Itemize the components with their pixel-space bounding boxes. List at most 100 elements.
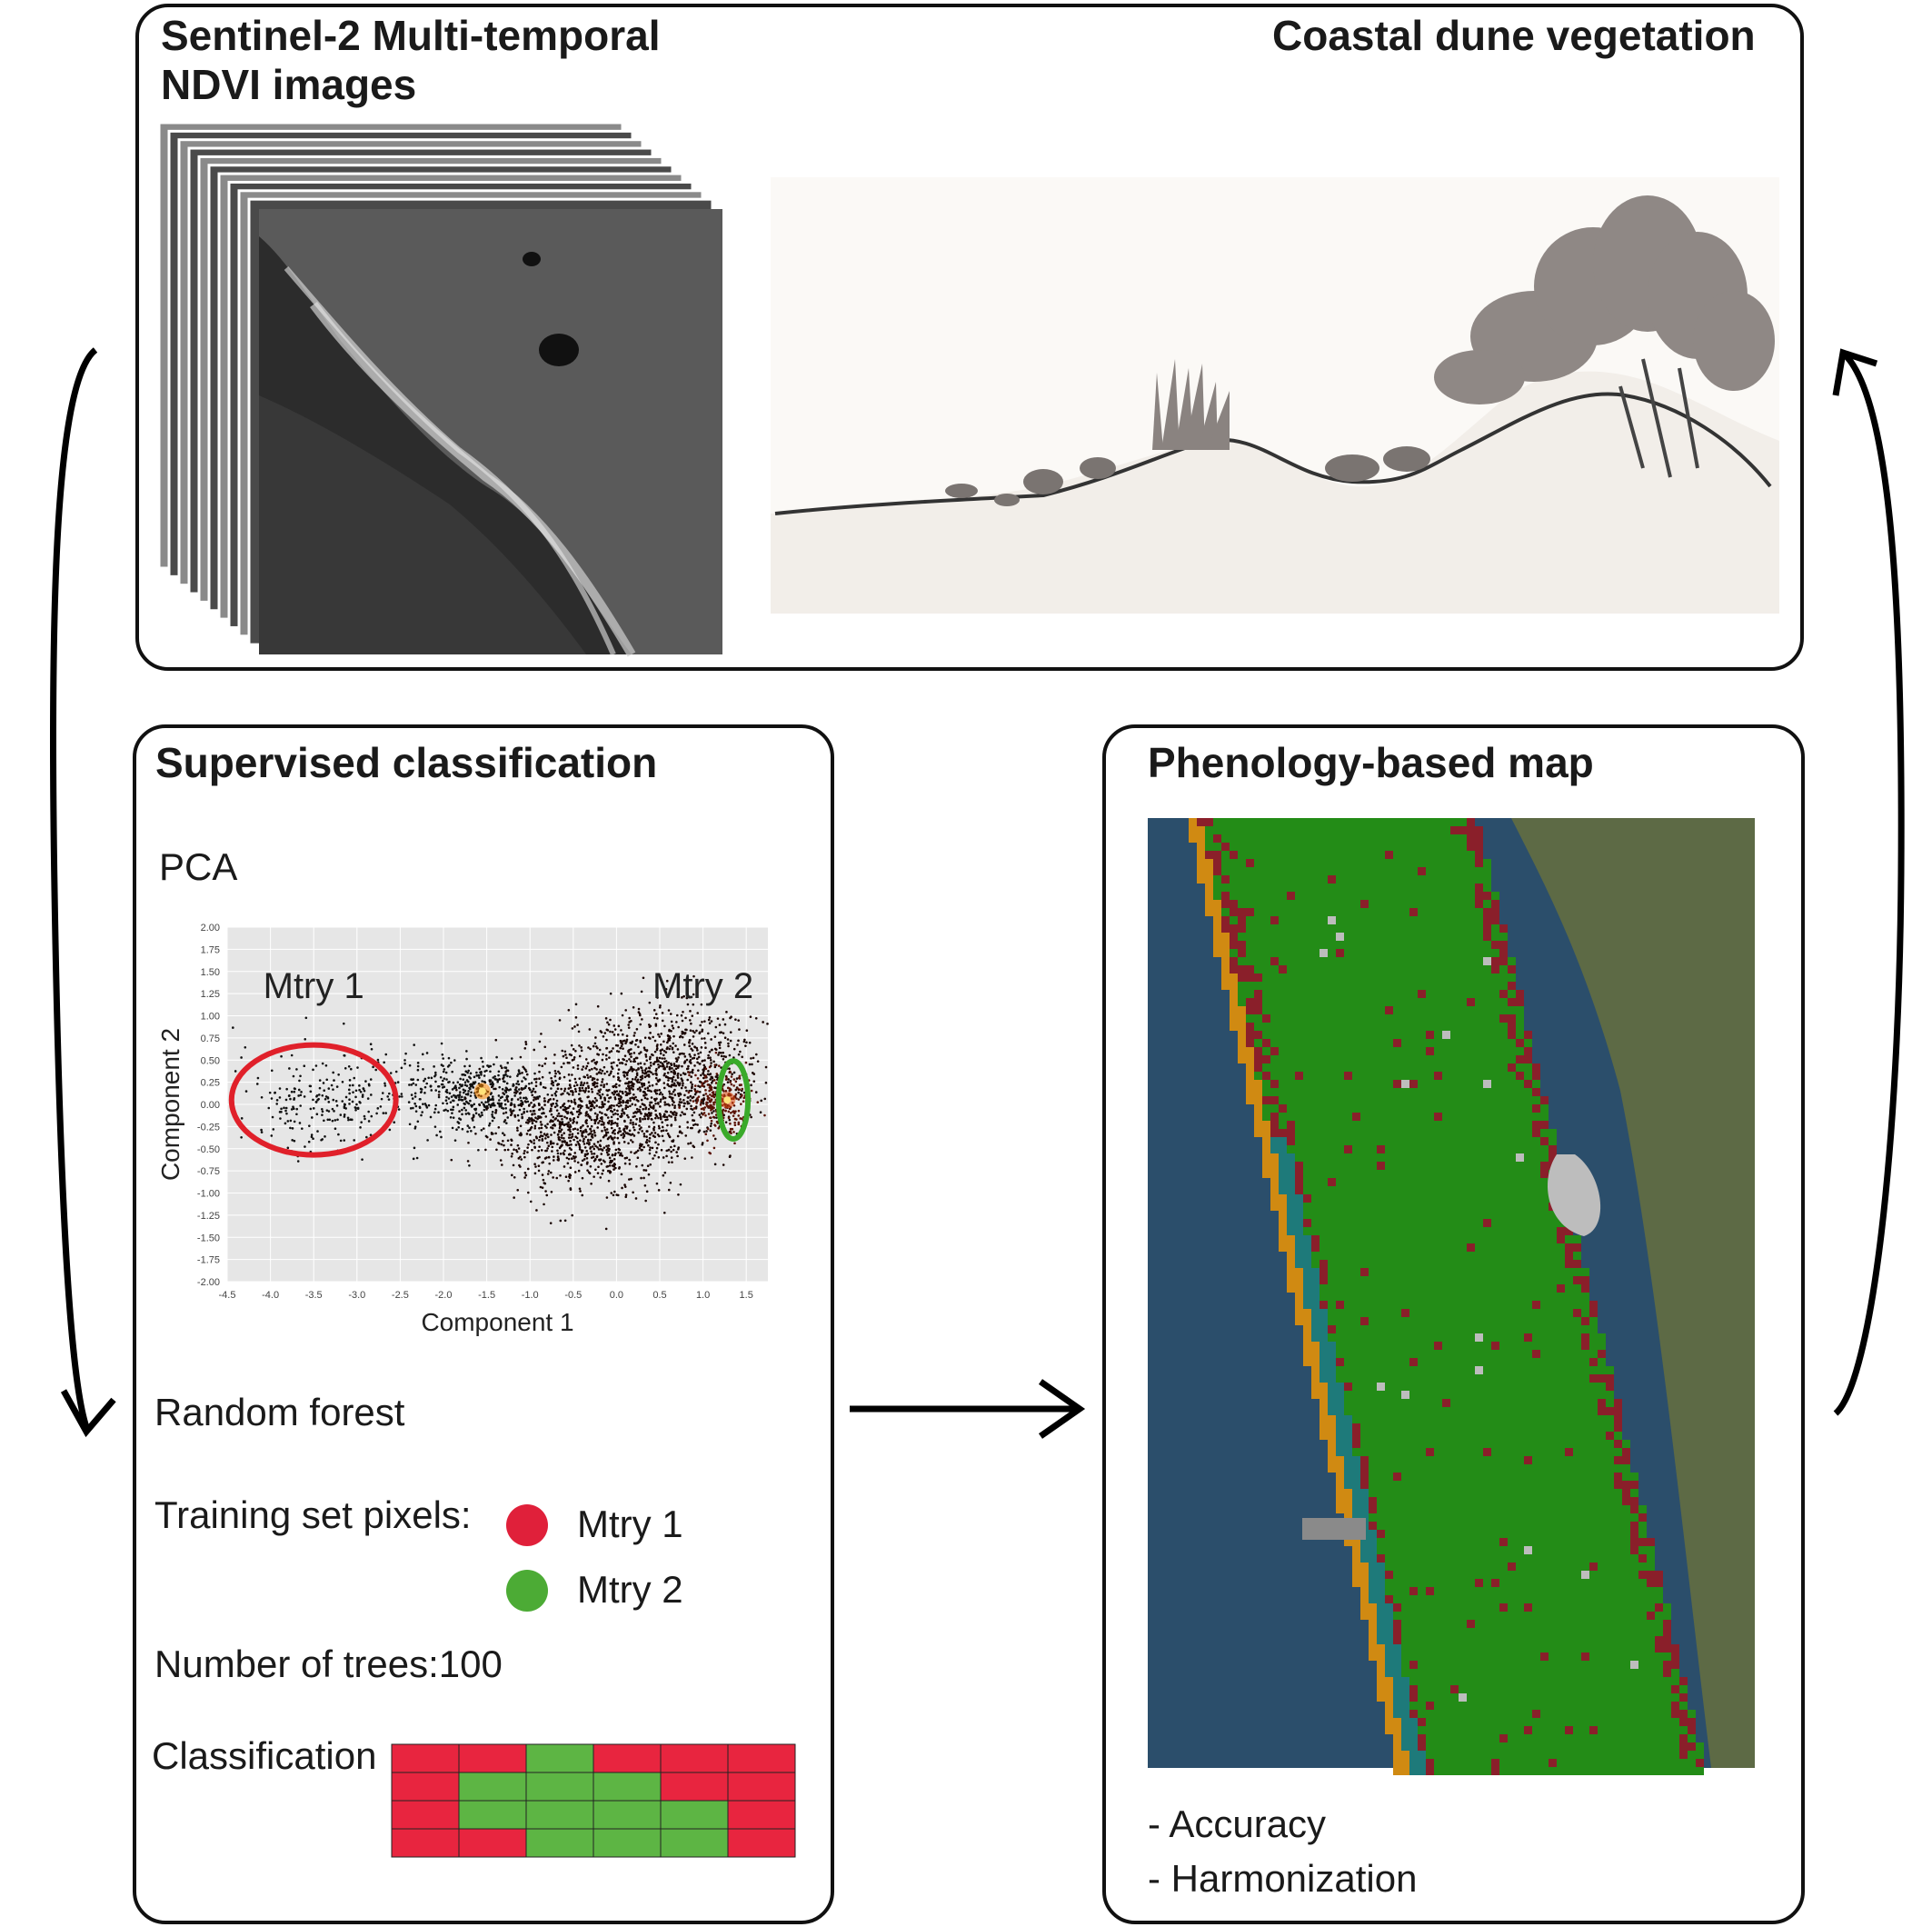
map-pixel bbox=[1221, 933, 1230, 941]
scatter-point bbox=[453, 1093, 455, 1097]
scatter-point bbox=[291, 1127, 294, 1130]
scatter-point bbox=[334, 1100, 338, 1103]
scatter-point bbox=[477, 1148, 480, 1152]
scatter-point bbox=[331, 1107, 334, 1111]
map-pixel bbox=[1270, 818, 1279, 826]
map-pixel bbox=[1450, 1178, 1459, 1186]
scatter-point bbox=[626, 1102, 630, 1104]
scatter-point bbox=[635, 1073, 639, 1076]
scatter-point bbox=[650, 1096, 653, 1099]
scatter-point bbox=[578, 1097, 581, 1101]
map-pixel bbox=[1409, 957, 1418, 965]
scatter-point bbox=[513, 1103, 516, 1106]
scatter-point bbox=[661, 1125, 664, 1129]
scatter-point bbox=[644, 1169, 648, 1172]
map-pixel bbox=[1311, 1088, 1320, 1096]
map-pixel bbox=[1393, 1047, 1401, 1055]
scatter-point bbox=[588, 1143, 591, 1146]
scatter-point bbox=[621, 1154, 624, 1157]
map-pixel bbox=[1450, 933, 1459, 941]
map-pixel bbox=[1426, 973, 1434, 982]
map-pixel bbox=[1352, 1080, 1360, 1088]
scatter-point bbox=[497, 1070, 501, 1073]
scatter-point bbox=[525, 1097, 528, 1101]
scatter-point bbox=[324, 1063, 328, 1067]
map-pixel bbox=[1287, 1055, 1295, 1063]
scatter-point bbox=[532, 1105, 534, 1109]
scatter-point bbox=[483, 1070, 486, 1073]
map-pixel bbox=[1475, 1023, 1483, 1031]
map-pixel bbox=[1409, 1096, 1418, 1104]
scatter-point bbox=[570, 1101, 573, 1103]
map-pixel bbox=[1385, 884, 1393, 892]
scatter-point bbox=[491, 1115, 494, 1118]
scatter-point bbox=[612, 1075, 615, 1078]
map-pixel bbox=[1393, 1186, 1401, 1194]
map-pixel bbox=[1328, 826, 1336, 834]
map-pixel bbox=[1230, 916, 1238, 924]
map-pixel bbox=[1401, 973, 1409, 982]
map-pixel bbox=[1385, 1088, 1393, 1096]
scatter-point bbox=[647, 1023, 651, 1026]
scatter-point bbox=[325, 1109, 329, 1112]
scatter-point bbox=[607, 1023, 611, 1026]
scatter-point bbox=[640, 1066, 642, 1069]
scatter-point bbox=[503, 1073, 506, 1077]
map-pixel bbox=[1352, 1186, 1360, 1194]
scatter-point bbox=[666, 1033, 670, 1037]
scatter-point bbox=[690, 1062, 692, 1064]
scatter-point bbox=[702, 1113, 704, 1116]
scatter-point bbox=[656, 996, 659, 999]
scatter-point bbox=[347, 1118, 350, 1122]
scatter-point bbox=[639, 1105, 642, 1108]
map-pixel bbox=[1303, 884, 1311, 892]
scatter-point bbox=[292, 1074, 295, 1078]
scatter-point bbox=[516, 1098, 520, 1101]
scatter-point bbox=[580, 1082, 583, 1084]
scatter-point bbox=[528, 1086, 531, 1090]
map-pixel bbox=[1311, 1170, 1320, 1178]
map-pixel bbox=[1320, 1211, 1328, 1219]
map-pixel bbox=[1270, 1104, 1279, 1113]
scatter-point bbox=[691, 1070, 693, 1073]
map-pixel bbox=[1409, 834, 1418, 843]
scatter-point bbox=[449, 1101, 453, 1103]
map-pixel bbox=[1450, 982, 1459, 990]
map-pixel bbox=[1393, 1162, 1401, 1170]
scatter-point bbox=[649, 1061, 652, 1064]
scatter-point bbox=[641, 1069, 644, 1072]
scatter-point bbox=[665, 1103, 669, 1106]
scatter-point bbox=[707, 1018, 711, 1022]
map-pixel bbox=[1418, 1203, 1426, 1211]
map-pixel bbox=[1508, 1203, 1516, 1211]
map-title: Phenology-based map bbox=[1148, 739, 1594, 786]
map-pixel bbox=[1426, 1006, 1434, 1014]
scatter-point bbox=[574, 1016, 578, 1019]
scatter-points bbox=[232, 974, 769, 1231]
scatter-point bbox=[681, 1035, 684, 1039]
map-pixel bbox=[1246, 1080, 1254, 1088]
map-pixel bbox=[1189, 826, 1197, 834]
scatter-point bbox=[356, 1066, 359, 1069]
map-pixel bbox=[1418, 924, 1426, 933]
scatter-point bbox=[533, 1124, 537, 1128]
scatter-point bbox=[617, 1078, 620, 1082]
scatter-point bbox=[467, 1069, 470, 1073]
scatter-point bbox=[462, 1078, 465, 1081]
scatter-point bbox=[442, 1064, 444, 1067]
scatter-point bbox=[583, 1158, 586, 1161]
scatter-point bbox=[618, 1130, 621, 1133]
map-pixel bbox=[1303, 1039, 1311, 1047]
scatter-point bbox=[682, 1053, 685, 1055]
scatter-point bbox=[706, 1139, 709, 1143]
map-pixel bbox=[1491, 949, 1499, 957]
scatter-point bbox=[457, 1098, 461, 1102]
map-pixel bbox=[1524, 1063, 1532, 1072]
y-tick-label: 1.75 bbox=[201, 944, 220, 955]
scatter-point bbox=[538, 1139, 541, 1142]
map-pixel bbox=[1336, 1104, 1344, 1113]
map-pixel bbox=[1336, 998, 1344, 1006]
scatter-point bbox=[676, 1048, 680, 1051]
map-pixel bbox=[1344, 949, 1352, 957]
map-pixel bbox=[1516, 1186, 1524, 1194]
